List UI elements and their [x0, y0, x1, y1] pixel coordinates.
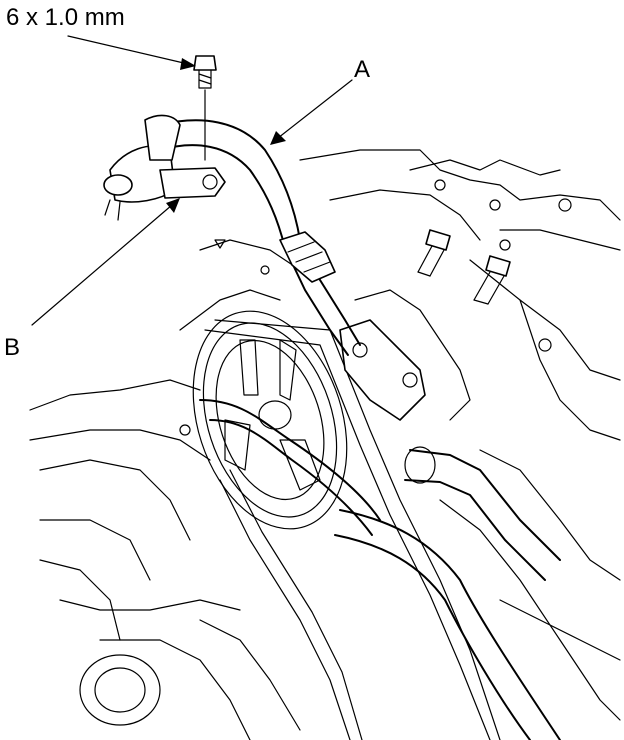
lower-hoses	[199, 399, 561, 740]
alignment-mark	[214, 239, 226, 249]
callout-a-label: A	[354, 56, 371, 83]
side-bolt-2	[473, 255, 511, 305]
callout-b-label: B	[4, 334, 21, 361]
side-bolt-1	[417, 229, 451, 277]
bolt-spec-label: 6 x 1.0 mm	[6, 4, 125, 31]
hose-a	[159, 119, 361, 356]
leader-a	[270, 79, 353, 145]
leader-b	[31, 198, 180, 326]
pump-bracket	[339, 289, 471, 421]
hose-b-fitting	[103, 114, 226, 221]
drive-belt	[204, 319, 501, 740]
engine-block-outline	[29, 149, 621, 740]
leader-bolt-spec	[67, 35, 196, 70]
